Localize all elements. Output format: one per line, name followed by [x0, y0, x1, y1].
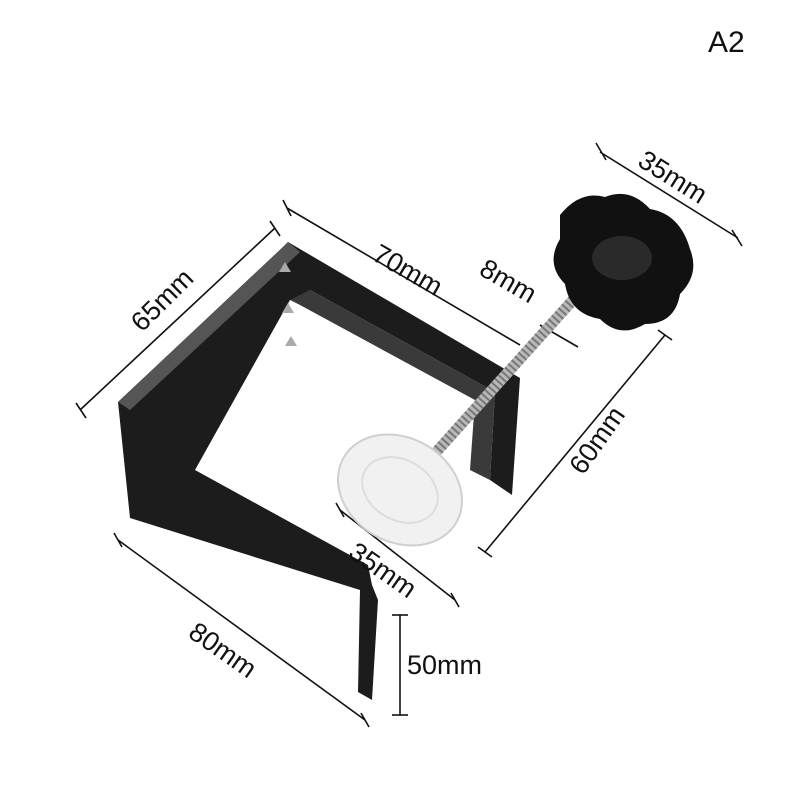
knob [553, 193, 694, 331]
lower-jaw-length-label: 50mm [407, 650, 483, 680]
rivet-marks [279, 262, 297, 346]
mounting-hole [290, 598, 310, 612]
swivel-pad [336, 433, 464, 547]
clamp-body [118, 242, 520, 700]
screw [415, 266, 605, 474]
variant-label: A2 [708, 26, 745, 59]
